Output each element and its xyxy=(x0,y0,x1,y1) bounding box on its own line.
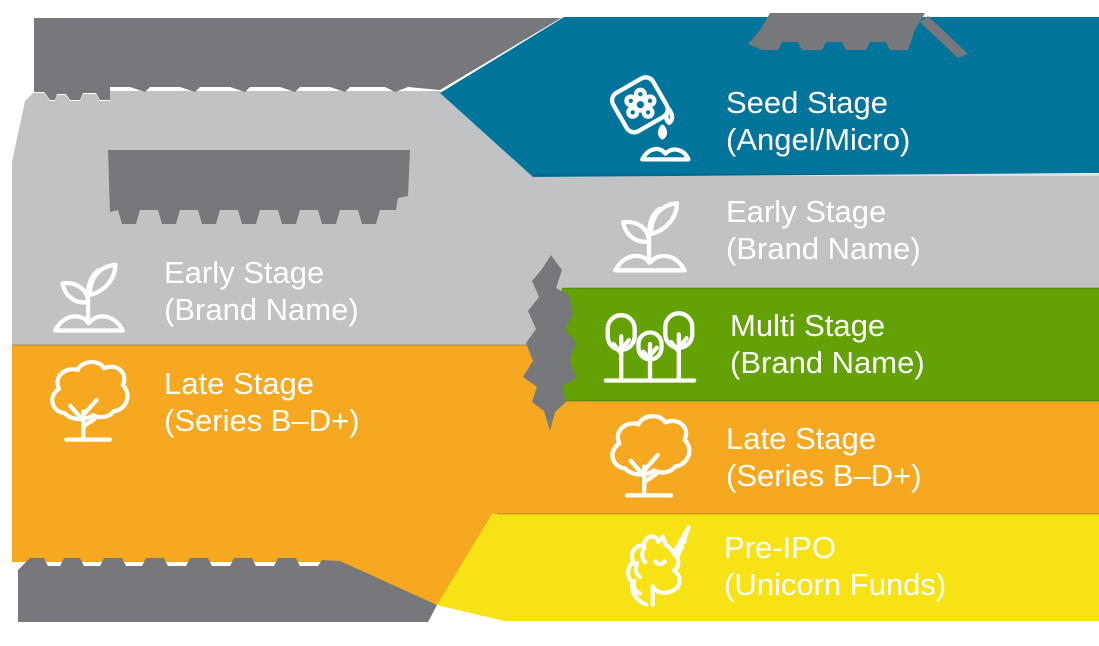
stage-title: Multi Stage xyxy=(730,308,886,343)
late-band-shape xyxy=(12,345,1099,605)
cropped-headline-shape-top-left xyxy=(34,18,561,100)
stage-label: Multi Stage (Brand Name) xyxy=(730,307,925,381)
stage-subtitle: (Brand Name) xyxy=(730,345,925,380)
stage-title: Early Stage xyxy=(726,194,887,229)
stage-label: Seed Stage (Angel/Micro) xyxy=(726,84,910,158)
stage-row-left-late: Late Stage (Series B–D+) xyxy=(42,350,360,454)
cropped-headline-shape-mid-left xyxy=(108,150,410,224)
seed-band-shape xyxy=(440,17,1099,177)
stage-label: Early Stage (Brand Name) xyxy=(164,254,359,328)
band-separators xyxy=(12,174,1099,515)
stage-title: Late Stage xyxy=(164,366,314,401)
stage-title: Early Stage xyxy=(164,255,325,290)
stage-subtitle: (Brand Name) xyxy=(164,292,359,327)
cropped-headline-shape-bottom-left xyxy=(18,558,437,622)
stage-title: Late Stage xyxy=(726,421,876,456)
down-arrow-shape xyxy=(523,255,576,431)
stage-row-multi: Multi Stage (Brand Name) xyxy=(598,292,925,396)
stage-row-early: Early Stage (Brand Name) xyxy=(602,178,921,282)
stage-label: Pre-IPO (Unicorn Funds) xyxy=(724,529,946,603)
stage-row-late: Late Stage (Series B–D+) xyxy=(602,405,922,509)
preipo-band-shape xyxy=(437,514,1099,621)
stage-label: Late Stage (Series B–D+) xyxy=(726,420,922,494)
sprout-icon xyxy=(42,244,136,338)
stage-row-seed: Seed Stage (Angel/Micro) xyxy=(602,69,910,173)
stage-label: Early Stage (Brand Name) xyxy=(726,193,921,267)
sprout-icon xyxy=(602,182,698,278)
stage-subtitle: (Series B–D+) xyxy=(164,403,360,438)
stage-subtitle: (Angel/Micro) xyxy=(726,122,911,157)
stage-subtitle: (Brand Name) xyxy=(726,231,921,266)
tree-icon xyxy=(42,355,136,449)
stage-row-left-early: Early Stage (Brand Name) xyxy=(42,239,359,343)
stage-title: Pre-IPO xyxy=(724,530,836,565)
unicorn-icon xyxy=(604,520,696,612)
cropped-headline-stroke-top-right xyxy=(920,16,968,58)
cropped-headline-shape-top-right xyxy=(748,13,925,50)
stage-label: Late Stage (Series B–D+) xyxy=(164,365,360,439)
trees-icon xyxy=(598,296,702,392)
stage-title: Seed Stage xyxy=(726,85,889,120)
tree-icon xyxy=(602,409,698,505)
stage-subtitle: (Unicorn Funds) xyxy=(724,567,947,602)
stage-subtitle: (Series B–D+) xyxy=(726,458,922,493)
stage-row-preipo: Pre-IPO (Unicorn Funds) xyxy=(604,516,946,616)
seed-packet-icon xyxy=(602,73,698,169)
